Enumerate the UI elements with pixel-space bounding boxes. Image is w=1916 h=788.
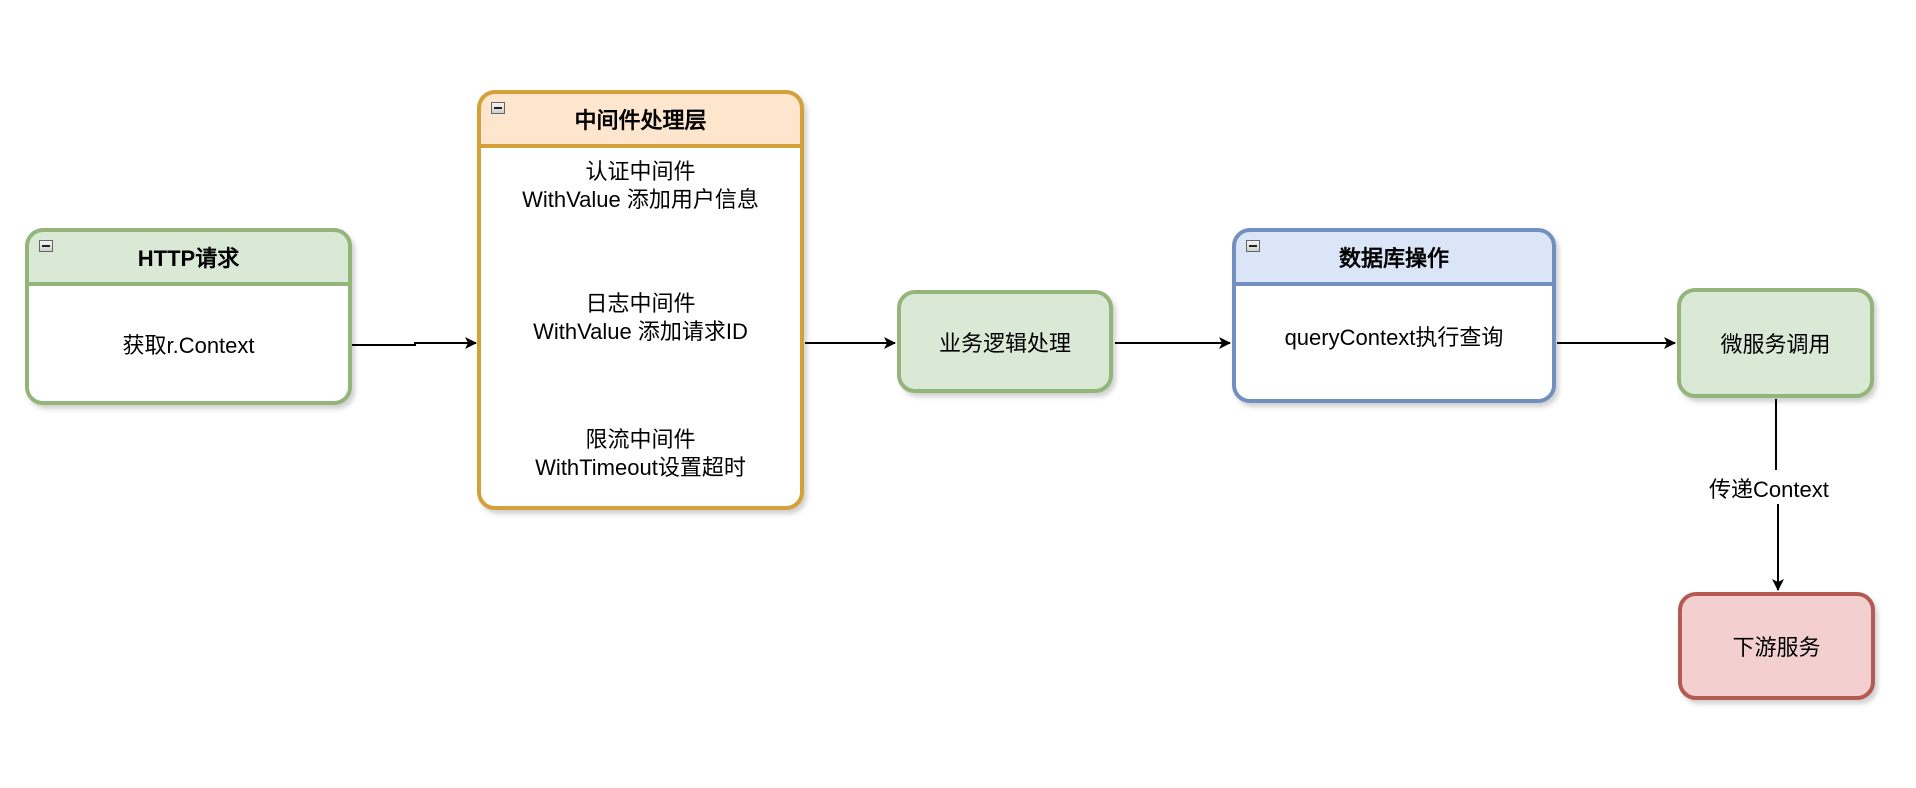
auth-middleware-desc: WithValue 添加用户信息: [522, 187, 759, 212]
edge-http-to-middleware: [352, 337, 477, 349]
business-logic-label: 业务逻辑处理: [938, 330, 1071, 356]
microservice-call-label: 微服务调用: [1720, 332, 1831, 357]
log-middleware-name: 日志中间件: [585, 291, 696, 316]
microservice-call-node[interactable]: 微服务调用: [1677, 288, 1874, 398]
collapse-icon[interactable]: [1246, 240, 1260, 252]
http-request-header: HTTP请求: [29, 232, 348, 286]
ratelimit-middleware-name: 限流中间件: [585, 427, 696, 452]
middleware-layer-body: 认证中间件 WithValue 添加用户信息 日志中间件 WithValue 添…: [481, 148, 800, 506]
database-operation-text: queryContext执行查询: [1284, 325, 1504, 350]
http-request-title: HTTP请求: [137, 246, 240, 271]
business-logic-node[interactable]: 业务逻辑处理: [897, 290, 1113, 393]
database-operation-title: 数据库操作: [1338, 246, 1449, 271]
database-operation-header: 数据库操作: [1236, 232, 1552, 286]
log-middleware-desc: WithValue 添加请求ID: [533, 319, 748, 344]
http-request-node[interactable]: HTTP请求 获取r.Context: [25, 228, 352, 405]
ratelimit-middleware-desc: WithTimeout设置超时: [535, 455, 746, 480]
edge-microservice-to-downstream: [1776, 399, 1778, 590]
edge-label-pass-context: 传递Context: [1707, 472, 1831, 504]
log-middleware[interactable]: 日志中间件 WithValue 添加请求ID: [481, 290, 800, 346]
collapse-icon[interactable]: [491, 102, 505, 114]
auth-middleware-name: 认证中间件: [585, 159, 696, 184]
downstream-service-node[interactable]: 下游服务: [1678, 592, 1875, 700]
middleware-layer-header: 中间件处理层: [481, 94, 800, 148]
middleware-layer-title: 中间件处理层: [574, 108, 707, 133]
collapse-icon[interactable]: [39, 240, 53, 252]
database-operation-node[interactable]: 数据库操作 queryContext执行查询: [1232, 228, 1556, 403]
http-request-text: 获取r.Context: [122, 332, 255, 358]
middleware-layer-node[interactable]: 中间件处理层 认证中间件 WithValue 添加用户信息 日志中间件 With…: [477, 90, 804, 510]
downstream-service-label: 下游服务: [1732, 635, 1821, 660]
ratelimit-middleware[interactable]: 限流中间件 WithTimeout设置超时: [481, 426, 800, 482]
http-request-body: 获取r.Context: [29, 286, 348, 401]
auth-middleware[interactable]: 认证中间件 WithValue 添加用户信息: [481, 158, 800, 214]
database-operation-body: queryContext执行查询: [1236, 286, 1552, 399]
